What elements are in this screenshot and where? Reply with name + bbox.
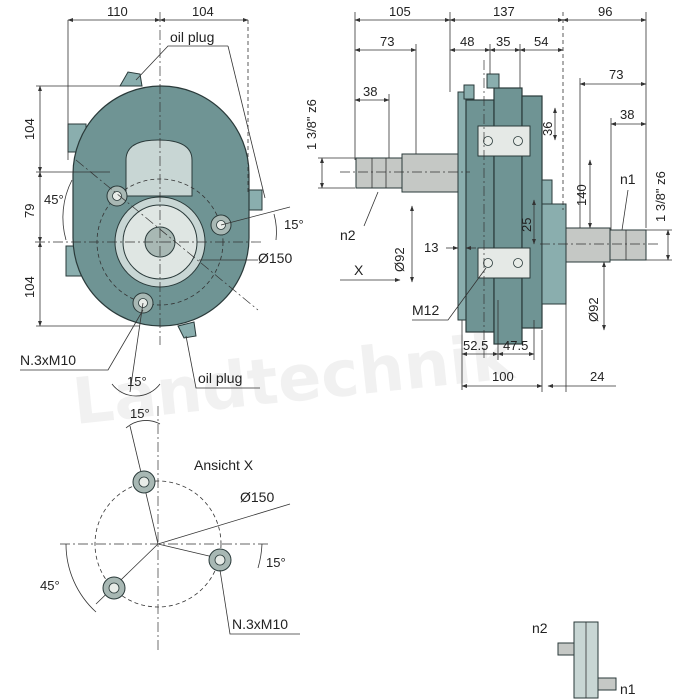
side-flange-plate (457, 91, 467, 321)
viewx-bolts-label: N.3xM10 (232, 616, 288, 632)
dim-54: 54 (534, 34, 548, 49)
rotation-schematic: n2 n1 (532, 620, 636, 699)
oil-plug-top-leader-right (227, 45, 266, 199)
dim-105: 105 (389, 4, 411, 19)
dim-137: 137 (493, 4, 515, 19)
viewx-arc-left (65, 543, 97, 613)
label-m12: M12 (412, 302, 439, 318)
upper-plate-bolt-1 (483, 136, 493, 146)
label-n2: n2 (340, 227, 356, 243)
dim-dia92-right: Ø92 (586, 297, 601, 322)
input-shaft-spline (355, 157, 403, 189)
dim-100: 100 (492, 369, 514, 384)
dim-dia92-left: Ø92 (392, 247, 407, 272)
upper-lobe (125, 139, 193, 197)
dim-52-5: 52.5 (463, 338, 488, 353)
dim-140: 140 (574, 184, 589, 206)
upper-plate-bolt-2 (513, 136, 523, 146)
bolts-leader-front (20, 309, 144, 371)
viewx-angle-left: 45° (40, 578, 60, 593)
viewx-dia-leader (157, 503, 291, 545)
angle-arc-15-right (273, 213, 277, 241)
angle-arc-15-bottom (111, 383, 161, 397)
m12-leader (412, 267, 487, 321)
lower-plate-bolt-1 (483, 258, 493, 268)
dim-38-right: 38 (620, 107, 634, 122)
n2-leader (363, 191, 379, 227)
dim-96: 96 (598, 4, 612, 19)
dim-73-right: 73 (609, 67, 623, 82)
dim-13: 13 (424, 240, 438, 255)
oil-plug-bottom-label: oil plug (198, 370, 242, 386)
viewx-bolt-right-hole (214, 554, 226, 566)
oil-plug-top-leader (135, 45, 228, 81)
side-output-boss (541, 203, 567, 305)
dim-dia150-front: Ø150 (258, 250, 292, 266)
output-shaft-spline (609, 229, 647, 261)
top-oil-plug (119, 71, 143, 87)
dim-24: 24 (590, 369, 604, 384)
breather (486, 73, 500, 89)
angle-15-front-bottom: 15° (127, 374, 147, 389)
dim-104-lower: 104 (22, 276, 37, 298)
angle-15-front-right: 15° (284, 217, 304, 232)
front-15deg-bottom-line (129, 302, 144, 393)
viewx-bolt-left-hole (108, 582, 120, 594)
dim-25: 25 (519, 218, 534, 232)
lower-plate-bolt-2 (513, 258, 523, 268)
dim-73-left: 73 (380, 34, 394, 49)
viewx-angle-right: 15° (266, 555, 286, 570)
oil-plug-top-label: oil plug (170, 29, 214, 45)
viewx-bolts-leader (219, 569, 300, 635)
dim-104-upper: 104 (22, 118, 37, 140)
side-view: 105 137 96 73 48 35 54 38 73 38 36 140 (304, 4, 672, 392)
front-15deg-line (220, 206, 291, 226)
bottom-oil-plug (177, 321, 197, 339)
dim-104-top: 104 (192, 4, 214, 19)
angle-45-front: 45° (44, 192, 64, 207)
schematic-n1: n1 (620, 681, 636, 697)
dim-shaft-left: 1 3/8" z6 (304, 99, 319, 150)
input-shaft-body (401, 153, 463, 193)
dim-110: 110 (107, 4, 128, 19)
dim-48: 48 (460, 34, 474, 49)
dim-79: 79 (22, 204, 37, 218)
viewx-angle-top: 15° (130, 406, 150, 421)
angle-arc-45 (62, 179, 73, 241)
dim-36: 36 (540, 122, 555, 136)
side-top-lug (463, 84, 475, 100)
output-shaft-body (565, 227, 611, 263)
front-45deg-line (75, 159, 259, 311)
bolt-upper-left-hole (112, 191, 122, 201)
viewx-arc-right (257, 543, 263, 569)
n1-leader (621, 189, 629, 231)
oil-plug-bottom-leader (185, 335, 260, 389)
bolts-label-front: N.3xM10 (20, 352, 76, 368)
schematic-n2: n2 (532, 620, 548, 636)
side-output-boss-small (541, 179, 553, 205)
viewx-dim-dia150: Ø150 (240, 489, 274, 505)
schematic-shaft-n1 (597, 677, 617, 691)
view-x-title: Ansicht X (194, 457, 254, 473)
dim-38-left: 38 (363, 84, 377, 99)
label-n1: n1 (620, 171, 636, 187)
view-x-label: X (354, 262, 364, 278)
dim-47-5: 47.5 (503, 338, 528, 353)
schematic-shaft-n2 (557, 642, 575, 656)
dim-35: 35 (496, 34, 510, 49)
dim-shaft-right: 1 3/8" z6 (653, 171, 668, 222)
front-view: 110 104 oil plug 104 79 104 45° 15° Ø150… (20, 4, 304, 397)
viewx-bolt-top-hole (138, 476, 150, 488)
view-x: Ansicht X 15° Ø150 15° 45° N.3xM10 (40, 406, 300, 652)
viewx-arc-top (125, 420, 161, 429)
